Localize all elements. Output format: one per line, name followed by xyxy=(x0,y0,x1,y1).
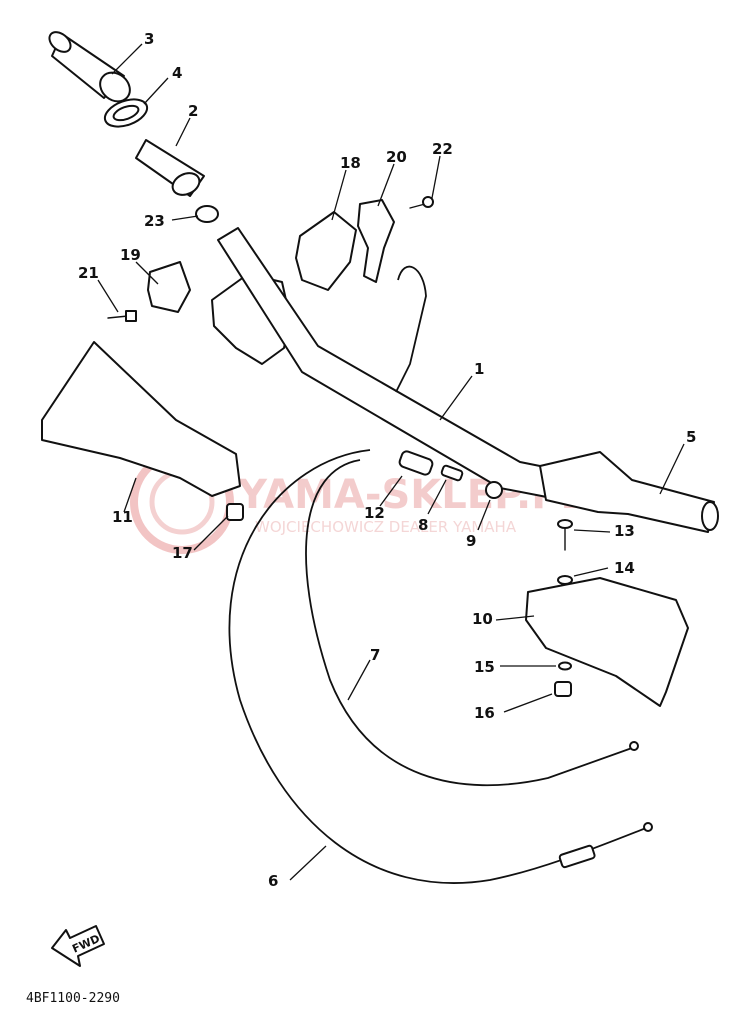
part-label-23: 23 xyxy=(144,212,165,230)
throttle-tube-drawing xyxy=(135,139,205,197)
part-label-15: 15 xyxy=(474,658,495,676)
clip-drawing xyxy=(195,205,219,223)
part-labels: 1 2 3 4 5 6 7 8 9 10 11 12 13 14 15 16 1… xyxy=(78,30,696,890)
watermark-sub: WOJCIECHOWICZ DEALER YAMAHA xyxy=(255,518,517,536)
grip-ring-inner xyxy=(112,104,140,122)
right-handguard-drawing xyxy=(525,577,689,707)
part-label-10: 10 xyxy=(472,610,493,628)
part-label-4: 4 xyxy=(172,64,182,82)
switch-wire-drawing xyxy=(395,265,427,393)
part-label-5: 5 xyxy=(686,428,696,446)
screw-22-drawing xyxy=(409,196,434,209)
screw-21-drawing xyxy=(107,310,137,322)
leader-lines xyxy=(97,43,685,881)
part-label-12: 12 xyxy=(364,504,385,522)
left-handguard-drawing xyxy=(41,341,241,497)
cable-6-end xyxy=(643,822,653,832)
part-label-20: 20 xyxy=(386,148,407,166)
lever-holder-drawing xyxy=(357,199,395,283)
part-label-11: 11 xyxy=(112,508,133,526)
part-label-3: 3 xyxy=(144,30,154,48)
fwd-direction-marker: FWD xyxy=(51,925,105,967)
bolt-stack-drawing xyxy=(554,519,573,697)
cable-7-drawing xyxy=(305,459,633,787)
handlebar-drawing xyxy=(217,227,561,499)
lever-bracket-drawing xyxy=(147,261,191,313)
part-label-1: 1 xyxy=(474,360,484,378)
part-label-8: 8 xyxy=(418,516,428,534)
part-label-17: 17 xyxy=(172,544,193,562)
right-grip-drawing xyxy=(539,451,719,533)
part-label-14: 14 xyxy=(614,559,635,577)
part-label-21: 21 xyxy=(78,264,99,282)
part-label-22: 22 xyxy=(432,140,453,158)
cable-7-end xyxy=(629,741,639,751)
nut-17-drawing xyxy=(226,503,244,521)
part-label-7: 7 xyxy=(370,646,380,664)
cable-6-adjuster xyxy=(558,844,596,869)
part-label-2: 2 xyxy=(188,102,198,120)
part-label-13: 13 xyxy=(614,522,635,540)
part-label-18: 18 xyxy=(340,154,361,172)
left-grip-drawing xyxy=(48,31,131,103)
part-label-16: 16 xyxy=(474,704,495,722)
switch-housing-drawing xyxy=(295,211,357,291)
part-label-6: 6 xyxy=(268,872,278,890)
watermark: YAMA-SKLEP.PL WOJCIECHOWICZ DEALER YAMAH… xyxy=(130,450,586,554)
drawing-code: 4BF1100-2290 xyxy=(26,991,120,1006)
part-label-19: 19 xyxy=(120,246,141,264)
cable-6-drawing xyxy=(228,449,647,884)
cable-adjusters-drawing xyxy=(398,450,503,499)
part-label-9: 9 xyxy=(466,532,476,550)
